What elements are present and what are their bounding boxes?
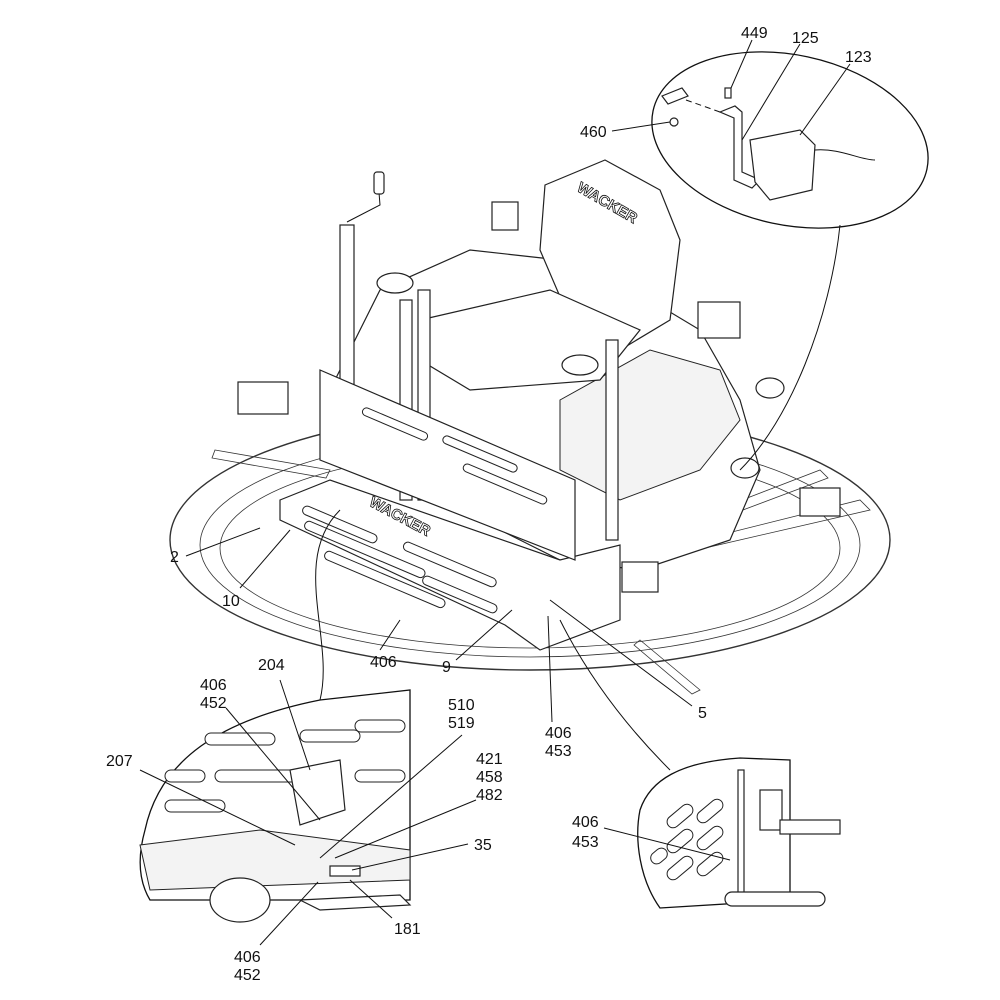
skid-plate bbox=[297, 894, 412, 911]
work-light bbox=[697, 301, 741, 339]
leader-406-453-a bbox=[547, 615, 553, 723]
leader-204 bbox=[279, 679, 311, 771]
leader-207 bbox=[139, 769, 296, 846]
light-cable bbox=[814, 149, 876, 161]
front-guard-detail-right bbox=[559, 619, 841, 909]
pedal-204 bbox=[289, 759, 346, 826]
leader-406-453-b bbox=[603, 827, 731, 861]
skid-bar bbox=[724, 891, 826, 907]
nut-460 bbox=[669, 117, 679, 127]
callout-labels: 449 125 123 460 2 10 406 9 406 453 5 204… bbox=[106, 25, 872, 984]
mount-bracket-460 bbox=[661, 87, 689, 105]
callout-9: 9 bbox=[442, 659, 451, 676]
work-light bbox=[621, 561, 659, 593]
callout-460: 460 bbox=[580, 124, 607, 141]
leader-10 bbox=[239, 529, 291, 589]
cup-holder bbox=[561, 354, 599, 376]
callout-181: 181 bbox=[394, 921, 421, 938]
leader-406-main bbox=[379, 619, 401, 651]
callout-510-519-line2: 519 bbox=[448, 715, 475, 732]
callout-35: 35 bbox=[474, 837, 492, 854]
leader-125 bbox=[741, 43, 801, 141]
guard-slots bbox=[164, 719, 406, 813]
leader-lines bbox=[139, 39, 851, 946]
work-light-123 bbox=[749, 129, 816, 201]
pin-35 bbox=[329, 865, 361, 877]
wheel bbox=[209, 877, 271, 923]
guard-slots bbox=[650, 798, 724, 881]
dash-line bbox=[685, 99, 721, 113]
callout-406: 406 bbox=[370, 654, 397, 671]
callout-125: 125 bbox=[792, 30, 819, 47]
callout-406-453-b-line2: 453 bbox=[572, 834, 599, 851]
leader-460 bbox=[611, 121, 671, 132]
callout-406-453-b-line1: 406 bbox=[572, 814, 599, 831]
detail-outline bbox=[637, 757, 791, 909]
callout-449: 449 bbox=[741, 25, 768, 42]
work-light bbox=[237, 381, 289, 415]
callout-406-453-line1: 406 bbox=[545, 725, 572, 742]
detail-leader-curve bbox=[315, 509, 341, 701]
leader-421-458-482 bbox=[334, 799, 477, 859]
guard-slots bbox=[302, 407, 548, 614]
leader-2 bbox=[185, 527, 261, 557]
crank-knob bbox=[373, 171, 385, 195]
leader-9 bbox=[455, 609, 513, 661]
callout-2: 2 bbox=[170, 549, 179, 566]
leader-123 bbox=[799, 63, 851, 136]
leader-35 bbox=[351, 843, 469, 871]
leader-449 bbox=[730, 39, 753, 89]
callout-5: 5 bbox=[698, 705, 707, 722]
fuel-cap bbox=[730, 457, 760, 479]
callout-406-452-bottom-line1: 406 bbox=[234, 949, 261, 966]
front-guard-detail-left bbox=[139, 509, 412, 923]
detail-leader-curve bbox=[739, 224, 841, 471]
callout-510-519-line1: 510 bbox=[448, 697, 475, 714]
clamp-bracket bbox=[759, 789, 783, 831]
guard-deck bbox=[139, 829, 411, 891]
cup-holder bbox=[376, 272, 414, 294]
callout-406-453-line2: 453 bbox=[545, 743, 572, 760]
leader-406-452-top bbox=[225, 707, 321, 821]
callout-406-452-top-line1: 406 bbox=[200, 677, 227, 694]
callout-123: 123 bbox=[845, 49, 872, 66]
callout-406-452-bottom-line2: 452 bbox=[234, 967, 261, 984]
callout-458: 458 bbox=[476, 769, 503, 786]
detail-leader-curve bbox=[559, 619, 671, 771]
bolt-449 bbox=[724, 87, 732, 99]
callout-421: 421 bbox=[476, 751, 503, 768]
detail-ellipse bbox=[651, 51, 929, 229]
callout-204: 204 bbox=[258, 657, 285, 674]
work-light bbox=[799, 487, 841, 517]
body-shoulder bbox=[559, 349, 741, 501]
guard-frame-bar bbox=[737, 769, 745, 901]
callout-10: 10 bbox=[222, 593, 240, 610]
leader-510-519 bbox=[319, 734, 463, 859]
handle-bar bbox=[779, 819, 841, 835]
callout-207: 207 bbox=[106, 753, 133, 770]
light-bracket-detail bbox=[651, 51, 929, 471]
trowel-machine: WACKER WACKER bbox=[169, 159, 891, 695]
leader-5 bbox=[549, 599, 693, 707]
knob bbox=[755, 377, 785, 399]
leader-181 bbox=[349, 879, 393, 919]
callout-482: 482 bbox=[476, 787, 503, 804]
trowel-blade bbox=[211, 449, 331, 479]
callout-406-452-top-line2: 452 bbox=[200, 695, 227, 712]
steering-lever-far bbox=[605, 339, 619, 541]
work-light bbox=[491, 201, 519, 231]
trowel-blade bbox=[633, 639, 701, 695]
leader-406-452-bottom bbox=[259, 881, 319, 946]
